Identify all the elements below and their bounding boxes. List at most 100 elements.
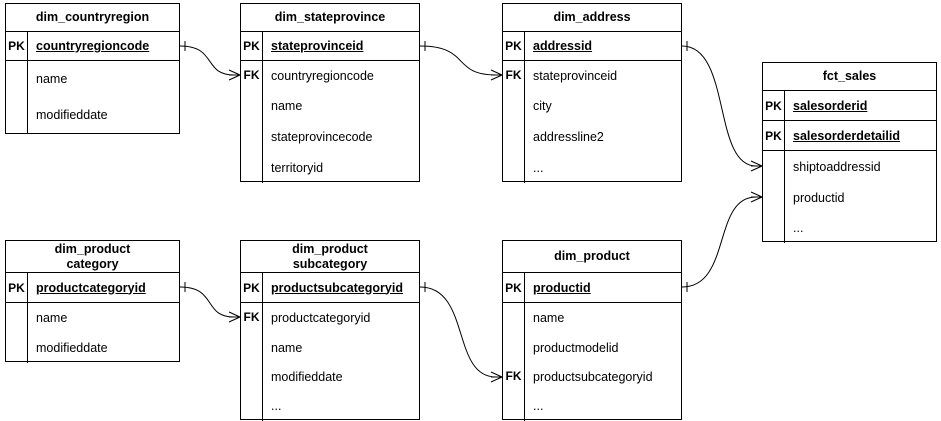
connector-line [419,45,497,76]
entity-field-row[interactable]: name [36,72,68,86]
entity-field-row[interactable]: ... [533,399,544,413]
entity-fields-section: shiptoaddressid productid... [763,151,936,243]
cardinality-many-crowsfoot [750,160,763,172]
cardinality-many-crowsfoot [228,311,241,323]
key-badge: FK [241,61,263,183]
crowsfoot-prong [228,316,241,323]
entity-field-row[interactable]: name [533,311,565,325]
entity-field-row[interactable]: modifieddate [271,369,343,384]
key-badge: FK [503,303,525,421]
cardinality-many-crowsfoot [228,69,241,81]
entity-field-list: stateprovinceid city addressline2... [525,61,681,183]
key-badge: PK [6,32,28,60]
entity-key-row[interactable]: PK addressid [503,32,681,61]
cardinality-many-crowsfoot [490,371,503,383]
key-badge: PK [503,32,525,60]
entity-field-row[interactable]: productcategoryid [271,311,371,325]
crowsfoot-prong [228,311,241,318]
key-badge: PK [6,273,28,302]
field-name: countryregioncode [36,39,150,53]
entity-field-row[interactable]: shiptoaddressid [793,159,881,174]
entity-field-row[interactable]: countryregioncode [271,69,374,83]
key-badge: FK [241,303,263,421]
entity-field-row[interactable]: name [36,311,68,325]
entity-fields-section: FK countryregioncode name stateprovincecode… [241,61,419,183]
connector-line [179,286,235,318]
field-name: productcategoryid [36,280,146,295]
key-badge [763,151,785,243]
cardinality-many-crowsfoot [750,191,763,203]
key-badge: PK [763,121,785,150]
key-badge: FK [503,61,525,183]
relationship-countryregion-to-stateprovince [179,41,241,81]
entity-title: dim_stateprovince [241,4,419,32]
entity-fields-section: name modifieddate [6,303,179,363]
entity-key-row[interactable]: PK salesorderid [763,91,936,121]
key-badge: PK [241,273,263,302]
entity-field-row[interactable]: modifieddate [36,341,108,355]
crowsfoot-prong [490,74,503,81]
entity-field-list: countryregioncode name stateprovincecode te… [263,61,419,183]
entity-key-row[interactable]: PK countryregioncode [6,32,179,61]
field-name: productsubcategoryid [271,280,403,295]
field-name: addressid [533,39,593,53]
key-badge [6,61,28,133]
entity-field-row[interactable]: modifieddate [36,108,108,122]
field-name: salesorderid [793,98,868,113]
crowsfoot-prong [750,160,763,167]
entity-field-row[interactable]: ... [271,399,282,413]
crowsfoot-prong [750,196,763,203]
key-badge: PK [241,32,263,60]
crowsfoot-prong [490,371,503,378]
field-name: stateprovinceid [271,39,364,53]
relationship-product-to-fctsales [681,191,763,292]
entity-fields-section: FK productcategoryid name modifieddate... [241,303,419,421]
entity-title: fct_sales [763,63,936,91]
entity-field-row[interactable]: city [533,99,552,113]
entity-field-row[interactable]: name [271,340,303,355]
entity-field-row[interactable]: stateprovinceid [533,69,618,83]
crowsfoot-prong [750,191,763,198]
entity-field-row[interactable]: stateprovincecode [271,129,373,144]
entity-field-row[interactable]: productid [793,190,845,205]
connector-line [179,45,235,76]
key-badge: PK [503,273,525,302]
entity-key-row[interactable]: PK productsubcategoryid [241,273,419,303]
crowsfoot-prong [490,376,503,383]
entity-field-row[interactable]: productmodelid [533,340,619,355]
crowsfoot-prong [750,165,763,172]
entity-key-row[interactable]: PK productcategoryid [6,273,179,303]
entity-title: dim_countryregion [6,4,179,32]
cardinality-many-crowsfoot [490,69,503,81]
crowsfoot-prong [228,74,241,81]
entity-field-list: name productmodelid productsubcategoryid..… [525,303,681,421]
relationship-productcategory-to-subcategory [179,282,241,323]
entity-field-row[interactable]: name [271,99,303,113]
entity-field-row[interactable]: addressline2 [533,129,604,144]
entity-field-row[interactable]: productsubcategoryid [533,369,653,384]
relationship-subcategory-to-product [419,282,503,383]
crowsfoot-prong [490,69,503,76]
entity-field-list: productcategoryid name modifieddate... [263,303,419,421]
entity-field-list: shiptoaddressid productid... [785,151,936,243]
entity-field-row[interactable]: ... [793,221,804,235]
entity-fields-section: FK stateprovinceid city addressline2... [503,61,681,183]
entity-key-row[interactable]: PK stateprovinceid [241,32,419,61]
entity-field-list: name modifieddate [28,61,179,133]
key-badge: PK [763,91,785,120]
entity-title: dim_product category [6,241,179,273]
relationship-address-to-fctsales [681,41,763,172]
relationship-stateprovince-to-address [419,41,503,81]
entity-field-row[interactable]: territoryid [271,160,324,175]
entity-field-row[interactable]: ... [533,160,544,175]
